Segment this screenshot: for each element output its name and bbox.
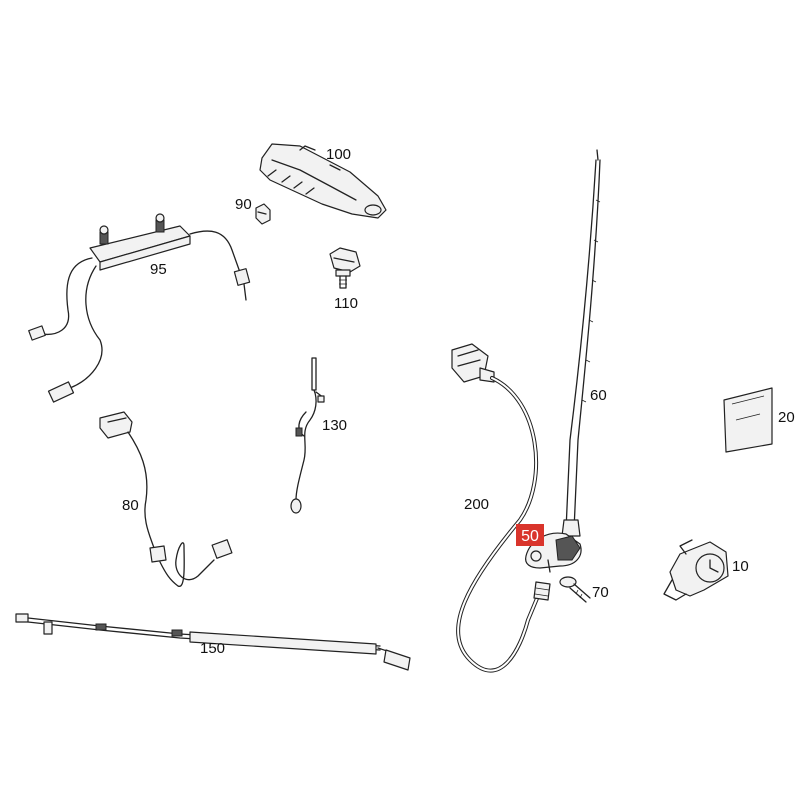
part-95-amplifier[interactable] (28, 213, 251, 403)
label-95: 95 (150, 261, 167, 278)
part-60-rod-antenna[interactable] (561, 149, 601, 537)
label-100: 100 (326, 146, 351, 163)
label-10: 10 (732, 558, 749, 575)
label-200: 200 (464, 496, 489, 513)
label-50-highlighted[interactable]: 50 (516, 524, 544, 546)
label-90: 90 (235, 196, 252, 213)
label-60: 60 (590, 387, 607, 404)
part-130-cable[interactable] (290, 357, 325, 514)
part-90-clip[interactable] (255, 203, 271, 225)
part-150-long-cable[interactable] (15, 613, 411, 671)
part-80-cable-harness[interactable] (99, 411, 233, 587)
label-20: 20 (778, 409, 795, 426)
label-130: 130 (322, 417, 347, 434)
part-110-fastener[interactable] (329, 247, 361, 289)
label-110: 110 (334, 295, 358, 312)
part-20-plate[interactable] (723, 387, 773, 453)
part-100-control-module[interactable] (259, 143, 387, 219)
label-150: 150 (200, 640, 225, 657)
part-200-coax-cable[interactable] (451, 343, 551, 673)
part-10-antenna-module[interactable] (663, 539, 729, 601)
label-50: 50 (521, 528, 539, 545)
highlight-box (516, 524, 544, 546)
label-80: 80 (122, 497, 139, 514)
part-70-screw[interactable] (559, 576, 591, 603)
label-70: 70 (592, 584, 609, 601)
